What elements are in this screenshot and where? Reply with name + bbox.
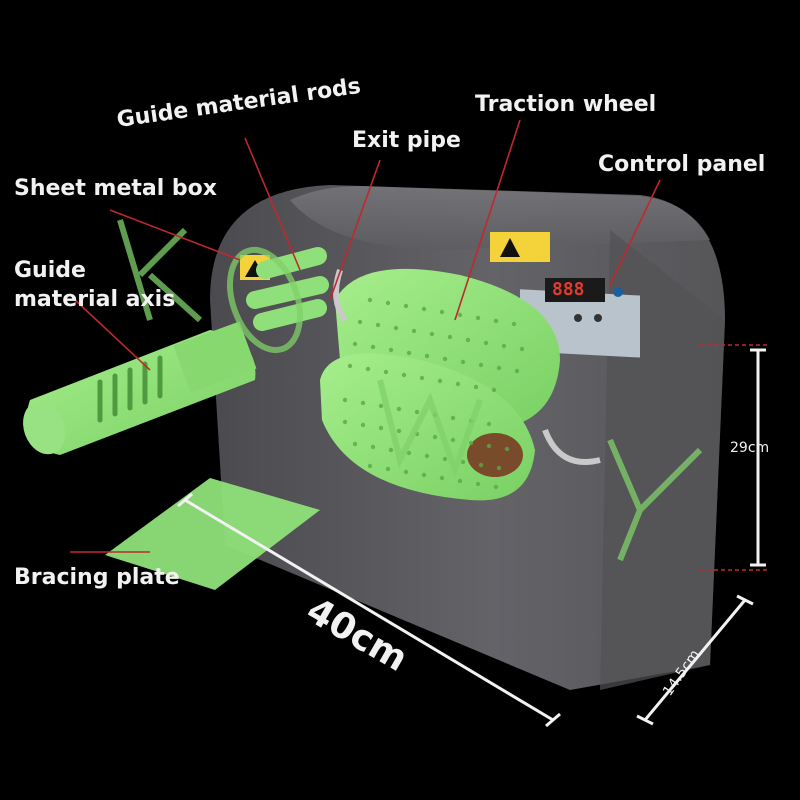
perforation-hole [385, 466, 391, 472]
perforation-hole [378, 403, 384, 409]
perforation-hole [442, 456, 448, 462]
exit-pipe-lower [542, 428, 601, 465]
perforation-hole [393, 325, 399, 331]
label-exit-pipe: Exit pipe [352, 128, 461, 153]
perforation-hole [352, 341, 358, 347]
perforation-hole [396, 406, 402, 412]
leader-lines [70, 119, 770, 571]
perforation-hole [370, 344, 376, 350]
perforation-hole [429, 331, 435, 337]
perforation-hole [419, 375, 425, 381]
perforation-hole [388, 347, 394, 353]
perforation-hole [352, 441, 358, 447]
perforation-hole [421, 472, 427, 478]
perforation-hole [504, 446, 510, 452]
perforation-hole [501, 343, 507, 349]
guide-material-rods [246, 247, 329, 331]
perforation-hole [370, 444, 376, 450]
dimension-lines [177, 348, 766, 728]
perforation-hole [493, 318, 499, 324]
perforation-hole [375, 322, 381, 328]
perforation-hole [437, 378, 443, 384]
perforation-hole [406, 450, 412, 456]
perforation-hole [424, 353, 430, 359]
label-guide-material-axis-1: Guide [14, 258, 86, 283]
perforation-hole [388, 447, 394, 453]
perforation-hole [424, 453, 430, 459]
perforation-hole [357, 319, 363, 325]
label-traction-wheel: Traction wheel [475, 92, 657, 117]
perforation-hole [493, 484, 499, 490]
perforation-hole [360, 422, 366, 428]
perforation-hole [468, 440, 474, 446]
perforation-hole [360, 400, 366, 406]
perforation-hole [450, 415, 456, 421]
label-sheet-metal-box: Sheet metal box [14, 176, 217, 201]
perforation-hole [465, 337, 471, 343]
perforation-hole [367, 297, 373, 303]
perforation-hole [396, 428, 402, 434]
perforation-hole [447, 334, 453, 340]
perforation-hole [403, 303, 409, 309]
display-readout: 888 [552, 279, 585, 300]
perforation-hole [439, 309, 445, 315]
perforation-hole [483, 340, 489, 346]
perforation-hole [496, 465, 502, 471]
perforation-hole [383, 369, 389, 375]
perforation-hole [401, 372, 407, 378]
perforation-hole [491, 387, 497, 393]
perforation-hole [457, 312, 463, 318]
perforation-hole [460, 359, 466, 365]
label-control-panel: Control panel [598, 152, 766, 177]
perforation-hole [519, 346, 525, 352]
bracing-plate [105, 478, 320, 590]
perforation-hole [486, 421, 492, 427]
perforation-hole [460, 459, 466, 465]
perforation-hole [511, 321, 517, 327]
perforation-hole [342, 419, 348, 425]
watermark-logo [117, 219, 703, 562]
perforation-hole [367, 463, 373, 469]
perforation-hole [496, 365, 502, 371]
perforation-hole [378, 425, 384, 431]
perforation-hole [403, 469, 409, 475]
perforation-hole [411, 328, 417, 334]
perforation-hole [442, 356, 448, 362]
perforation-hole [473, 384, 479, 390]
perforation-hole [421, 306, 427, 312]
perforation-hole [450, 437, 456, 443]
perforation-hole [514, 368, 520, 374]
perforation-hole [347, 363, 353, 369]
perforation-hole [406, 350, 412, 356]
perforation-hole [475, 481, 481, 487]
perforation-hole [414, 409, 420, 415]
traction-wheel [320, 268, 560, 501]
guide-material-axis [23, 321, 257, 455]
perforation-hole [385, 300, 391, 306]
label-bracing-plate: Bracing plate [14, 565, 180, 590]
perforation-hole [439, 475, 445, 481]
perforation-hole [475, 315, 481, 321]
perforation-hole [455, 381, 461, 387]
perforation-hole [486, 443, 492, 449]
perforation-hole [457, 478, 463, 484]
perforation-hole [342, 397, 348, 403]
perforation-hole [432, 434, 438, 440]
perforation-hole [478, 462, 484, 468]
label-guide-material-axis-2: material axis [14, 287, 176, 312]
dimension-height: 29cm [730, 440, 770, 456]
perforation-hole [365, 366, 371, 372]
perforation-hole [478, 362, 484, 368]
